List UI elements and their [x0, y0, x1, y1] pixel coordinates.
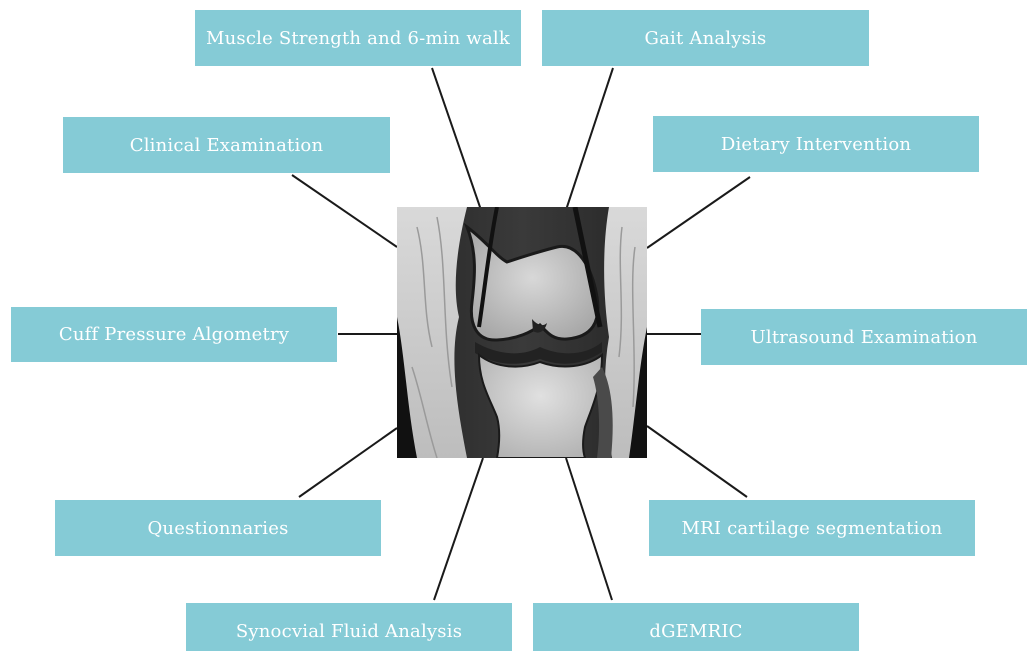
cuff-pressure-algometry-label: Cuff Pressure Algometry — [59, 324, 289, 345]
questionnaries-label: Questionnaries — [147, 518, 288, 539]
connector-questionnaries — [299, 428, 397, 497]
ultrasound-examination-box: Ultrasound Examination — [701, 309, 1027, 365]
muscle-strength-box: Muscle Strength and 6-min walk — [195, 10, 521, 66]
connector-clinical-examination — [292, 175, 397, 247]
ultrasound-examination-label: Ultrasound Examination — [751, 327, 978, 348]
gait-analysis-box: Gait Analysis — [542, 10, 869, 66]
synovial-fluid-analysis-box: Synocvial Fluid Analysis — [186, 603, 512, 651]
connector-dgemric — [566, 458, 612, 600]
connector-gait-analysis — [566, 68, 613, 210]
dietary-intervention-box: Dietary Intervention — [653, 116, 979, 172]
mri-cartilage-segmentation-box: MRI cartilage segmentation — [649, 500, 975, 556]
dgemric-label: dGEMRIC — [649, 621, 742, 642]
gait-analysis-label: Gait Analysis — [645, 28, 767, 49]
clinical-examination-box: Clinical Examination — [63, 117, 390, 173]
muscle-strength-label: Muscle Strength and 6-min walk — [206, 28, 510, 49]
connector-dietary-intervention — [647, 177, 750, 248]
cuff-pressure-algometry-box: Cuff Pressure Algometry — [11, 307, 337, 362]
dgemric-box: dGEMRIC — [533, 603, 859, 651]
questionnaries-box: Questionnaries — [55, 500, 381, 556]
dietary-intervention-label: Dietary Intervention — [721, 134, 911, 155]
knee-mri-image — [397, 207, 647, 458]
clinical-examination-label: Clinical Examination — [130, 135, 324, 156]
synovial-fluid-analysis-label: Synocvial Fluid Analysis — [236, 621, 462, 642]
connector-mri-segmentation — [647, 426, 747, 497]
mri-cartilage-segmentation-label: MRI cartilage segmentation — [682, 518, 943, 539]
connector-synovial-fluid — [434, 458, 483, 600]
connector-muscle-strength — [432, 68, 481, 210]
